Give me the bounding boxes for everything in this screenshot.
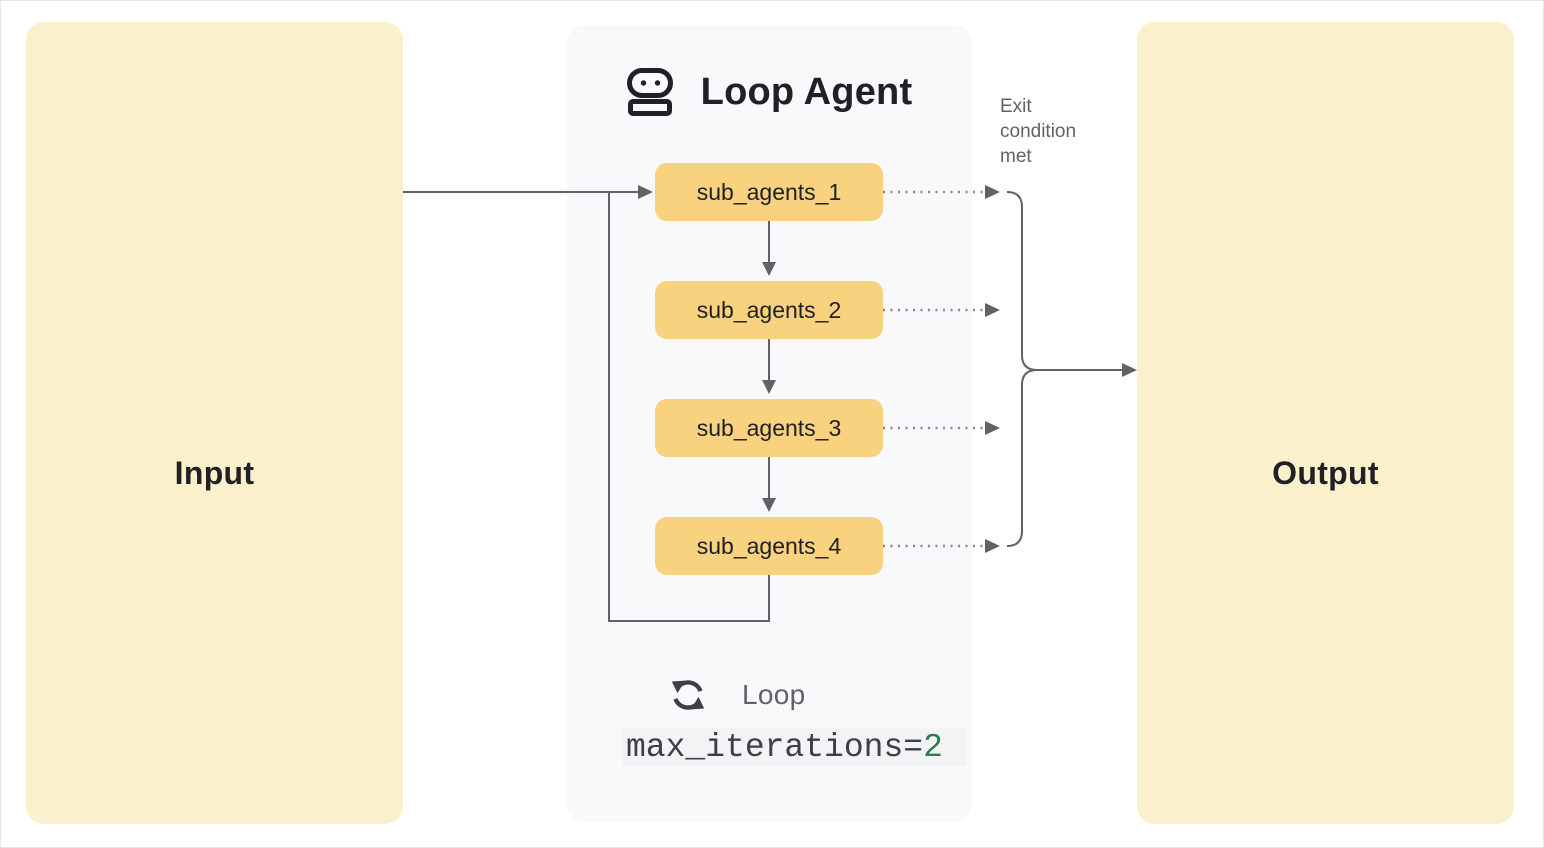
robot-icon — [626, 68, 673, 116]
sub-agent-box-2: sub_agents_2 — [655, 281, 883, 339]
sub-agent-box-4: sub_agents_4 — [655, 517, 883, 575]
merge-brace — [1006, 191, 1038, 547]
output-box: Output — [1137, 22, 1514, 824]
arrowhead-to-output — [1122, 363, 1137, 377]
loop-icon — [671, 680, 705, 710]
output-label: Output — [1272, 455, 1379, 491]
arrowhead-sub3-exit — [985, 421, 1000, 435]
input-box: Input — [26, 22, 403, 824]
loop-label: Loop — [742, 679, 806, 710]
loop-agent-header: Loop Agent — [567, 68, 972, 116]
exit-condition-label: Exit condition met — [1000, 96, 1077, 167]
loop-agent-panel: Loop Agent sub_agents_1 sub_agents_2 sub… — [567, 25, 972, 822]
sub-agent-box-1: sub_agents_1 — [655, 163, 883, 221]
max-iterations-value: 2 — [923, 728, 943, 766]
max-iterations-text: max_iterations= — [626, 728, 924, 766]
loop-agent-title: Loop Agent — [700, 71, 913, 113]
arrowhead-sub1-exit — [985, 185, 1000, 199]
input-label: Input — [174, 455, 255, 491]
sub-agent-box-3: sub_agents_3 — [655, 399, 883, 457]
max-iterations-code: max_iterations=2 — [622, 728, 966, 766]
arrowhead-sub2-exit — [985, 303, 1000, 317]
arrowhead-sub4-exit — [985, 539, 1000, 553]
